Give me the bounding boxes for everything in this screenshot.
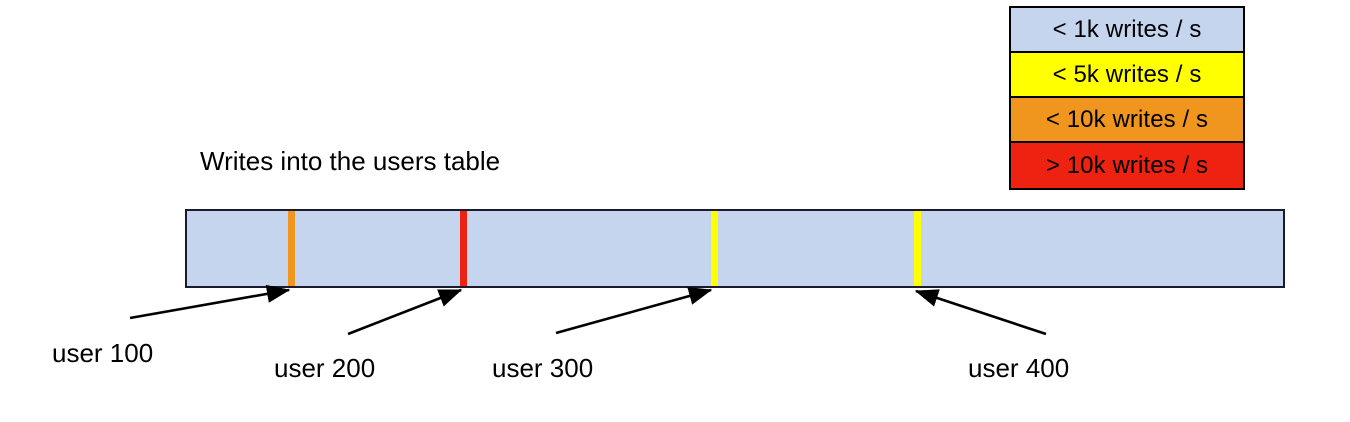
legend-row-under-10k: < 10k writes / s [1011,98,1243,143]
hot-row-stripe-user-200 [460,211,467,286]
hot-row-stripe-user-100 [288,211,295,286]
legend-row-under-5k: < 5k writes / s [1011,53,1243,98]
write-rate-legend: < 1k writes / s < 5k writes / s < 10k wr… [1009,6,1245,190]
marker-label-user-100: user 100 [52,338,154,368]
arrow-user-100 [129,284,291,320]
marker-label-user-300: user 300 [492,353,594,383]
legend-label-under-1k: < 1k writes / s [1052,15,1202,43]
legend-row-under-1k: < 1k writes / s [1011,8,1243,53]
marker-label-user-400: user 400 [968,353,1070,383]
legend-label-under-10k: < 10k writes / s [1045,105,1209,133]
arrow-user-300 [555,287,713,335]
arrow-user-400 [914,289,1047,336]
hot-row-stripe-user-300 [711,211,718,286]
legend-row-over-10k: > 10k writes / s [1011,143,1243,188]
legend-label-under-5k: < 5k writes / s [1052,60,1202,88]
marker-label-user-200: user 200 [274,353,376,383]
hot-row-stripe-user-400 [914,211,921,286]
users-table-bar [185,209,1285,288]
arrow-user-200 [347,288,463,336]
legend-label-over-10k: > 10k writes / s [1045,151,1209,179]
diagram-title: Writes into the users table [200,146,501,176]
